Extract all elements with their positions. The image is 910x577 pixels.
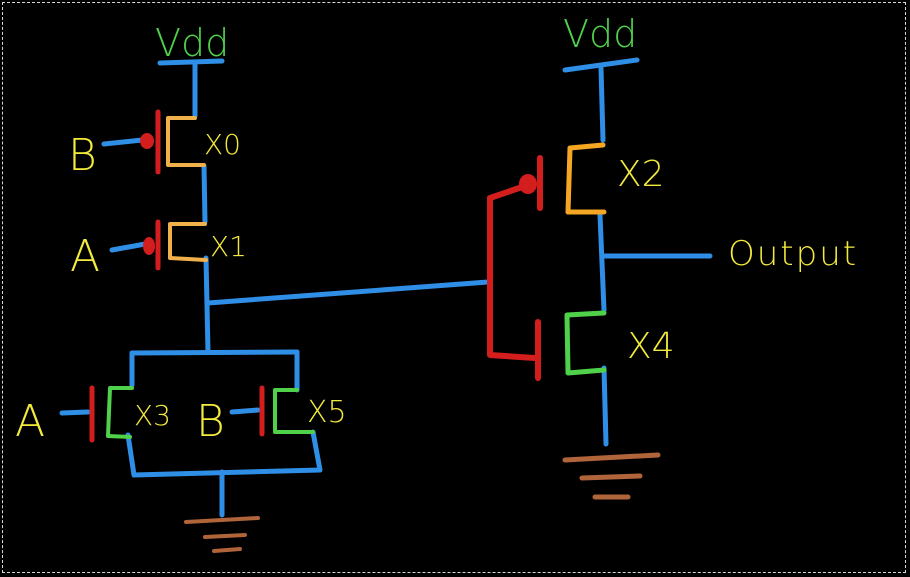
input-a-bottom-label: A [15,396,45,447]
pmos-x2 [519,142,607,215]
wire-x2-to-x4 [597,212,607,313]
ground-left [184,516,260,553]
input-a-top-label: A [70,231,100,282]
wire-node-to-x2x4-gate [205,279,491,306]
input-b-top-label: B [68,130,97,181]
vdd-label-right: Vdd [563,12,637,56]
nmos-x3-bottom [125,429,323,478]
vdd-rail-left [157,58,225,66]
x0-label: X0 [204,128,241,161]
inverter-gate-link [487,183,538,361]
pmos-x1 [143,219,208,271]
wire-vdd-to-x2 [598,65,606,143]
vdd-label-left: Vdd [155,21,229,65]
x0-body [166,116,206,167]
right-wires [562,57,713,447]
pmos-x0 [140,109,206,175]
wire-x4-to-ground [601,365,609,447]
input-wire-a-bottom [59,409,91,416]
x2-bubble [519,174,537,194]
x0-bubble [140,133,154,149]
ground-right [562,452,661,500]
x2-body [565,142,607,215]
nmos-x5 [259,385,315,437]
nmos-x3 [89,385,134,443]
x3-label: X3 [134,399,171,432]
x1-bubble [143,237,155,255]
nmos-x4 [535,310,607,381]
x5-label: X5 [307,395,347,430]
x3-body [106,386,134,439]
x2-label: X2 [617,154,665,195]
input-wire-b-top [101,137,145,147]
input-b-bottom-label: B [196,396,225,447]
input-wire-a-top [109,241,148,253]
x4-label: X4 [627,326,675,367]
vdd-rail-right [562,57,640,73]
left-wires [59,58,491,518]
x1-body [168,222,208,262]
wire-x0-to-x1 [201,163,208,225]
output-label: Output [728,234,858,274]
labels: Vdd Vdd B A A B X0 X1 X3 X5 X2 X4 Output [15,12,858,447]
x4-body [564,310,607,376]
x5-body [273,388,315,434]
input-wire-b-bottom [229,407,261,415]
nmos-parallel-top-bar [129,349,300,356]
x1-label: X1 [210,230,247,263]
